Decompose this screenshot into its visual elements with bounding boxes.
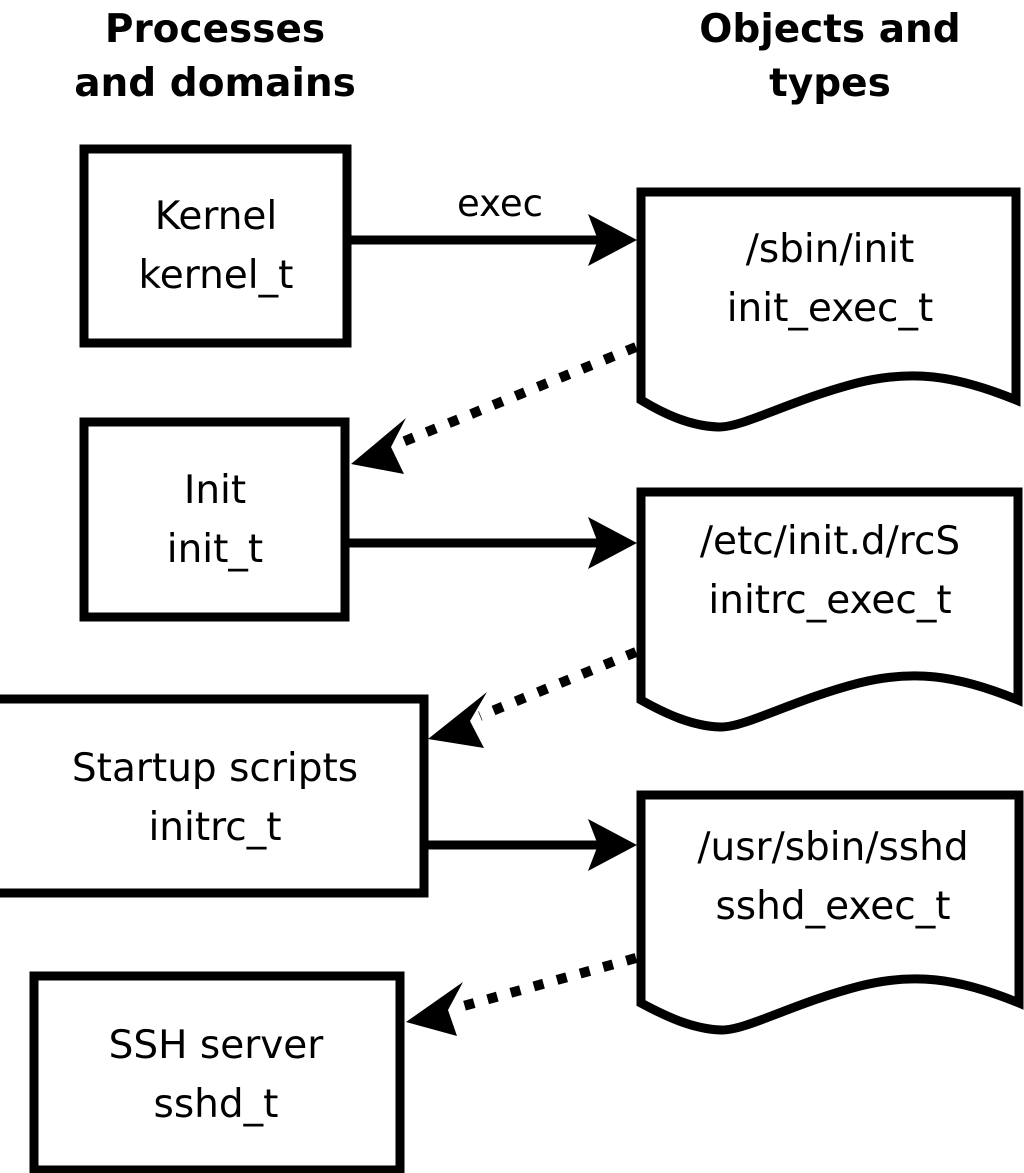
edge-label-exec: exec	[457, 182, 543, 225]
edge-kernel-exec-init-exec-arrowhead	[588, 214, 637, 266]
edge-init-exec-transition-init	[351, 342, 638, 474]
object-node-init-exec-shape[interactable]	[636, 187, 1021, 432]
process-node-startup-scripts-line2: initrc_t	[148, 805, 281, 850]
column-header-processes: Processes and domains	[74, 7, 356, 106]
process-node-init-line2: init_t	[167, 527, 263, 572]
object-node-init-exec-line1: /sbin/init	[746, 227, 915, 272]
column-header-objects: Objects and types	[699, 7, 960, 106]
column-header-objects-line1: Objects and	[699, 7, 960, 52]
object-node-sshd-exec-shape[interactable]	[636, 790, 1024, 1035]
object-node-sshd-exec-line1: /usr/sbin/sshd	[697, 825, 968, 870]
process-node-startup-scripts-line1: Startup scripts	[72, 746, 358, 791]
object-node-sshd-exec-line2: sshd_exec_t	[715, 884, 950, 929]
edge-sshd-exec-transition-sshd	[406, 953, 638, 1036]
object-node-init-exec[interactable]: /sbin/init init_exec_t	[636, 187, 1021, 432]
edge-sshd-exec-transition-sshd-line	[458, 953, 638, 1012]
column-header-processes-line1: Processes	[105, 7, 325, 52]
process-node-startup-scripts-box[interactable]	[0, 694, 429, 898]
edge-initrc-exec-transition-initrc	[428, 647, 638, 748]
edge-sshd-exec-transition-sshd-arrowhead	[406, 982, 463, 1036]
object-node-initrc-exec-shape[interactable]	[636, 487, 1023, 732]
edge-init-exec-initrc-exec	[348, 517, 637, 569]
edge-init-exec-initrc-exec-arrowhead	[588, 517, 637, 569]
object-node-sshd-exec[interactable]: /usr/sbin/sshd sshd_exec_t	[636, 790, 1024, 1035]
edge-initrc-exec-sshd-exec-arrowhead	[588, 819, 637, 871]
process-node-ssh-server-box[interactable]	[29, 971, 405, 1173]
edge-initrc-exec-sshd-exec	[428, 819, 637, 871]
edge-kernel-exec-init-exec: exec	[350, 182, 637, 266]
process-node-ssh-server[interactable]: SSH server sshd_t	[29, 971, 405, 1173]
process-node-init-box[interactable]	[79, 417, 350, 622]
object-node-initrc-exec-line1: /etc/init.d/rcS	[700, 519, 960, 564]
process-node-kernel-line2: kernel_t	[139, 253, 294, 298]
edge-initrc-exec-transition-initrc-arrowhead	[428, 692, 487, 748]
process-node-init-line1: Init	[184, 468, 246, 513]
object-node-initrc-exec-line2: initrc_exec_t	[708, 578, 951, 623]
object-node-init-exec-line2: init_exec_t	[727, 286, 934, 331]
process-node-kernel-box[interactable]	[79, 144, 352, 348]
process-node-startup-scripts[interactable]: Startup scripts initrc_t	[0, 694, 429, 898]
edge-initrc-exec-transition-initrc-line	[478, 647, 638, 721]
process-node-kernel[interactable]: Kernel kernel_t	[79, 144, 352, 348]
column-header-objects-line2: types	[769, 61, 891, 106]
edge-init-exec-transition-init-arrowhead	[351, 418, 406, 474]
process-node-ssh-server-line1: SSH server	[109, 1023, 325, 1068]
process-node-init[interactable]: Init init_t	[79, 417, 350, 622]
process-node-ssh-server-line2: sshd_t	[154, 1082, 279, 1127]
edge-init-exec-transition-init-line	[398, 342, 638, 448]
process-node-kernel-line1: Kernel	[155, 194, 278, 239]
column-header-processes-line2: and domains	[74, 61, 356, 106]
object-node-initrc-exec[interactable]: /etc/init.d/rcS initrc_exec_t	[636, 487, 1023, 732]
